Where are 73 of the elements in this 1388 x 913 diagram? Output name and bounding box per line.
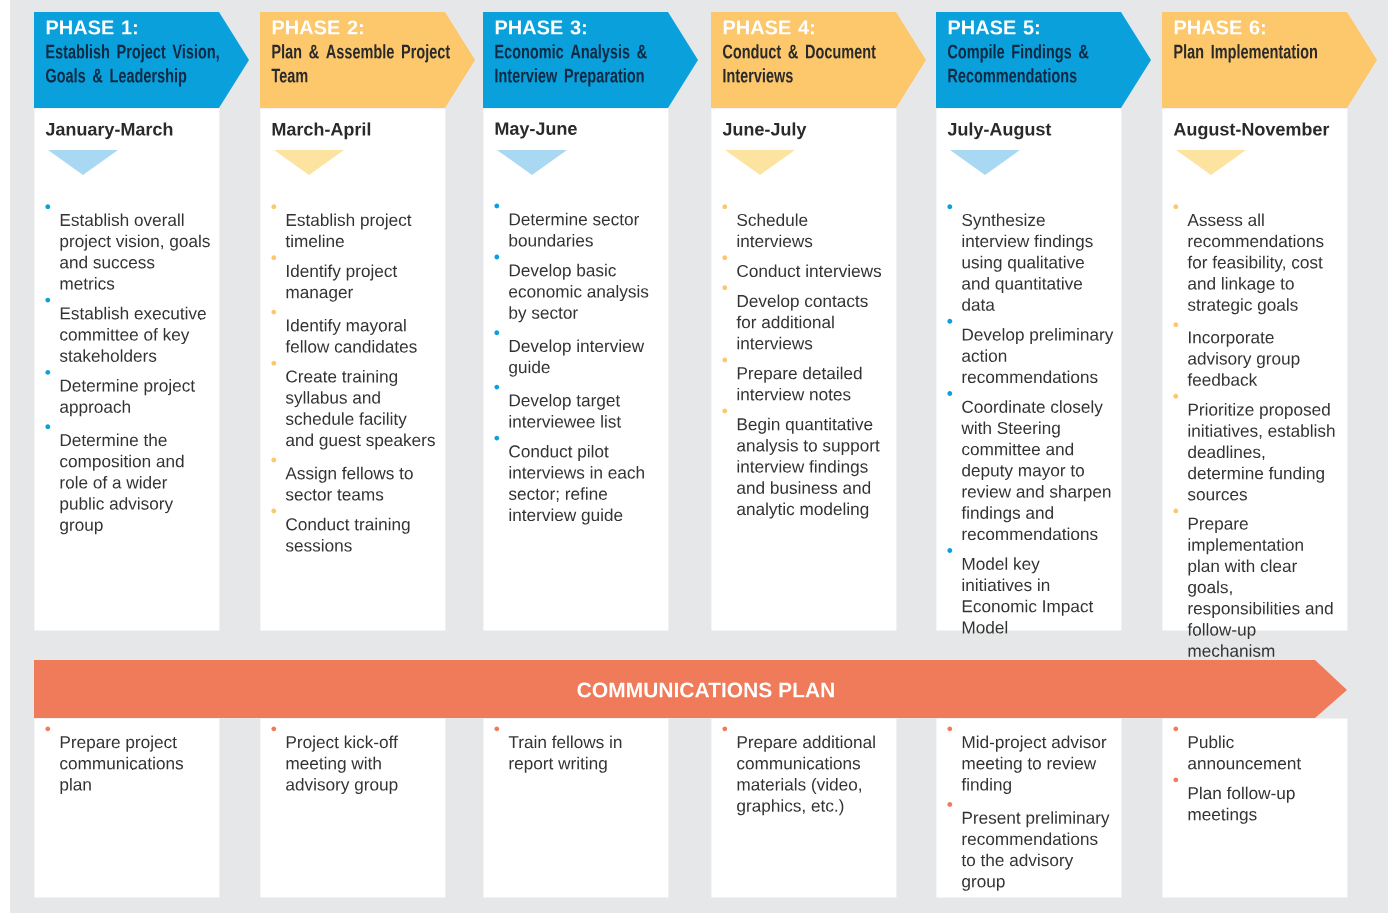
bullet-item: Prepare implementation plan with clear goals, responsibilities and follow-up mechanism (1173, 508, 1333, 657)
bullet-item: Conduct pilot interviews in each sector; refine interview guide (494, 435, 644, 525)
phase-label: PHASE 4: (723, 20, 814, 35)
bullet-item: Assess all recommendations for feasibility, cost and linkage to strategic goals (1173, 204, 1324, 315)
date-label: March-April (272, 122, 371, 140)
bullet-item: Assign fellows to sector teams (271, 457, 413, 501)
phase-title: Economic Analysis & Interview Preparation (495, 44, 647, 87)
bullet-item: Coordinate closely with Steering committee and deputy mayor to review and sharpen findings and recommendations (947, 391, 1111, 541)
phase-title: Conduct & Document Interviews (723, 44, 876, 83)
phase-label: PHASE 6: (1174, 20, 1265, 35)
phase-title: Plan & Assemble Project Team (271, 44, 450, 83)
bullet-item: Prepare project communications plan (45, 726, 183, 795)
bullet-item: Prioritize proposed initiatives, establish deadlines, determine funding sources (1173, 393, 1335, 501)
bullet-item: Determine the composition and role of a wider public advisory group (45, 424, 184, 535)
phase-title: Plan Implementation (1174, 44, 1317, 63)
phase-label: PHASE 5: (948, 20, 1039, 35)
bullet-item: Develop basic economic analysis by sector (494, 254, 649, 323)
phase-label: PHASE 2: (272, 20, 363, 35)
bullet-item: Train fellows in report writing (494, 726, 622, 773)
bullet-item: Present preliminary recommendations to the advisory group (947, 802, 1110, 891)
phase-header (483, 12, 698, 108)
phase-header (260, 12, 475, 108)
phase-header (711, 12, 926, 108)
bullet-item: Establish project timeline (271, 204, 412, 248)
date-label: July-August (947, 122, 1052, 140)
bullet-item: Determine project approach (45, 369, 195, 417)
task-card (260, 718, 446, 898)
date-label: May-June (495, 122, 577, 139)
bullet-item: Establish overall project vision, goals and success metrics (45, 204, 210, 290)
bullet-item: Mid-project advisor meeting to review finding (947, 726, 1107, 795)
bullet-item: Synthesize interview findings using qualitative and quantitative data (947, 204, 1093, 311)
bullet-item: Conduct training sessions (271, 508, 410, 552)
bullet-item: Schedule interviews (722, 204, 813, 248)
task-card (34, 718, 220, 898)
bullet-item: Determine sector boundaries (494, 203, 640, 247)
phase-header (936, 12, 1151, 108)
date-label: August-November (1173, 122, 1330, 140)
bullet-item: Public announcement (1173, 726, 1302, 770)
task-card (936, 718, 1122, 898)
bullet-item: Prepare detailed interview notes (722, 357, 862, 401)
phase-label: PHASE 3: (495, 20, 586, 35)
date-label: June-July (722, 122, 807, 140)
task-card (483, 718, 669, 898)
bullet-item: Plan follow-up meetings (1173, 777, 1295, 824)
phase-header (34, 12, 249, 108)
bullet-item: Establish executive committee of key stakeholders (45, 297, 206, 362)
phase-card (1162, 108, 1348, 657)
bullet-item: Identify project manager (271, 255, 398, 302)
phase-card (483, 108, 669, 631)
bullet-item: Create training syllabus and schedule facility and guest speakers (271, 360, 435, 450)
bullet-item: Model key initiatives in Economic Impact Model (947, 548, 1094, 634)
phase-card (936, 108, 1122, 634)
bullet-item: Develop target interviewee list (494, 384, 622, 428)
bullet-item: Identify mayoral fellow candidates (271, 309, 417, 353)
bullet-item: Develop preliminary action recommendations (947, 318, 1114, 384)
phase-title: Establish Project Vision, Goals & Leadership (46, 44, 219, 87)
bullet-item: Develop contacts for additional interviews (722, 285, 868, 350)
phase-label: PHASE 1: (46, 20, 137, 35)
phase-card (711, 108, 897, 631)
bullet-item: Prepare additional communications materials (video, graphics, etc.) (722, 726, 875, 816)
bullet-item: Conduct interviews (722, 255, 882, 278)
bullet-item: Project kick-off meeting with advisory group (271, 726, 398, 795)
task-card (711, 718, 897, 898)
phase-title: Compile Findings & Recommendations (948, 44, 1089, 83)
bullet-item: Incorporate advisory group feedback (1173, 322, 1300, 386)
bullet-item: Develop interview guide (494, 330, 645, 377)
task-card (1162, 718, 1348, 898)
phase-card (34, 108, 220, 631)
bullet-item: Begin quantitative analysis to support interview findings and business and analytic modeling (722, 408, 880, 519)
phase-card (260, 108, 446, 631)
phase-header (1162, 12, 1377, 108)
date-label: January-March (45, 122, 173, 140)
banner-title: COMMUNICATIONS PLAN (577, 682, 834, 698)
